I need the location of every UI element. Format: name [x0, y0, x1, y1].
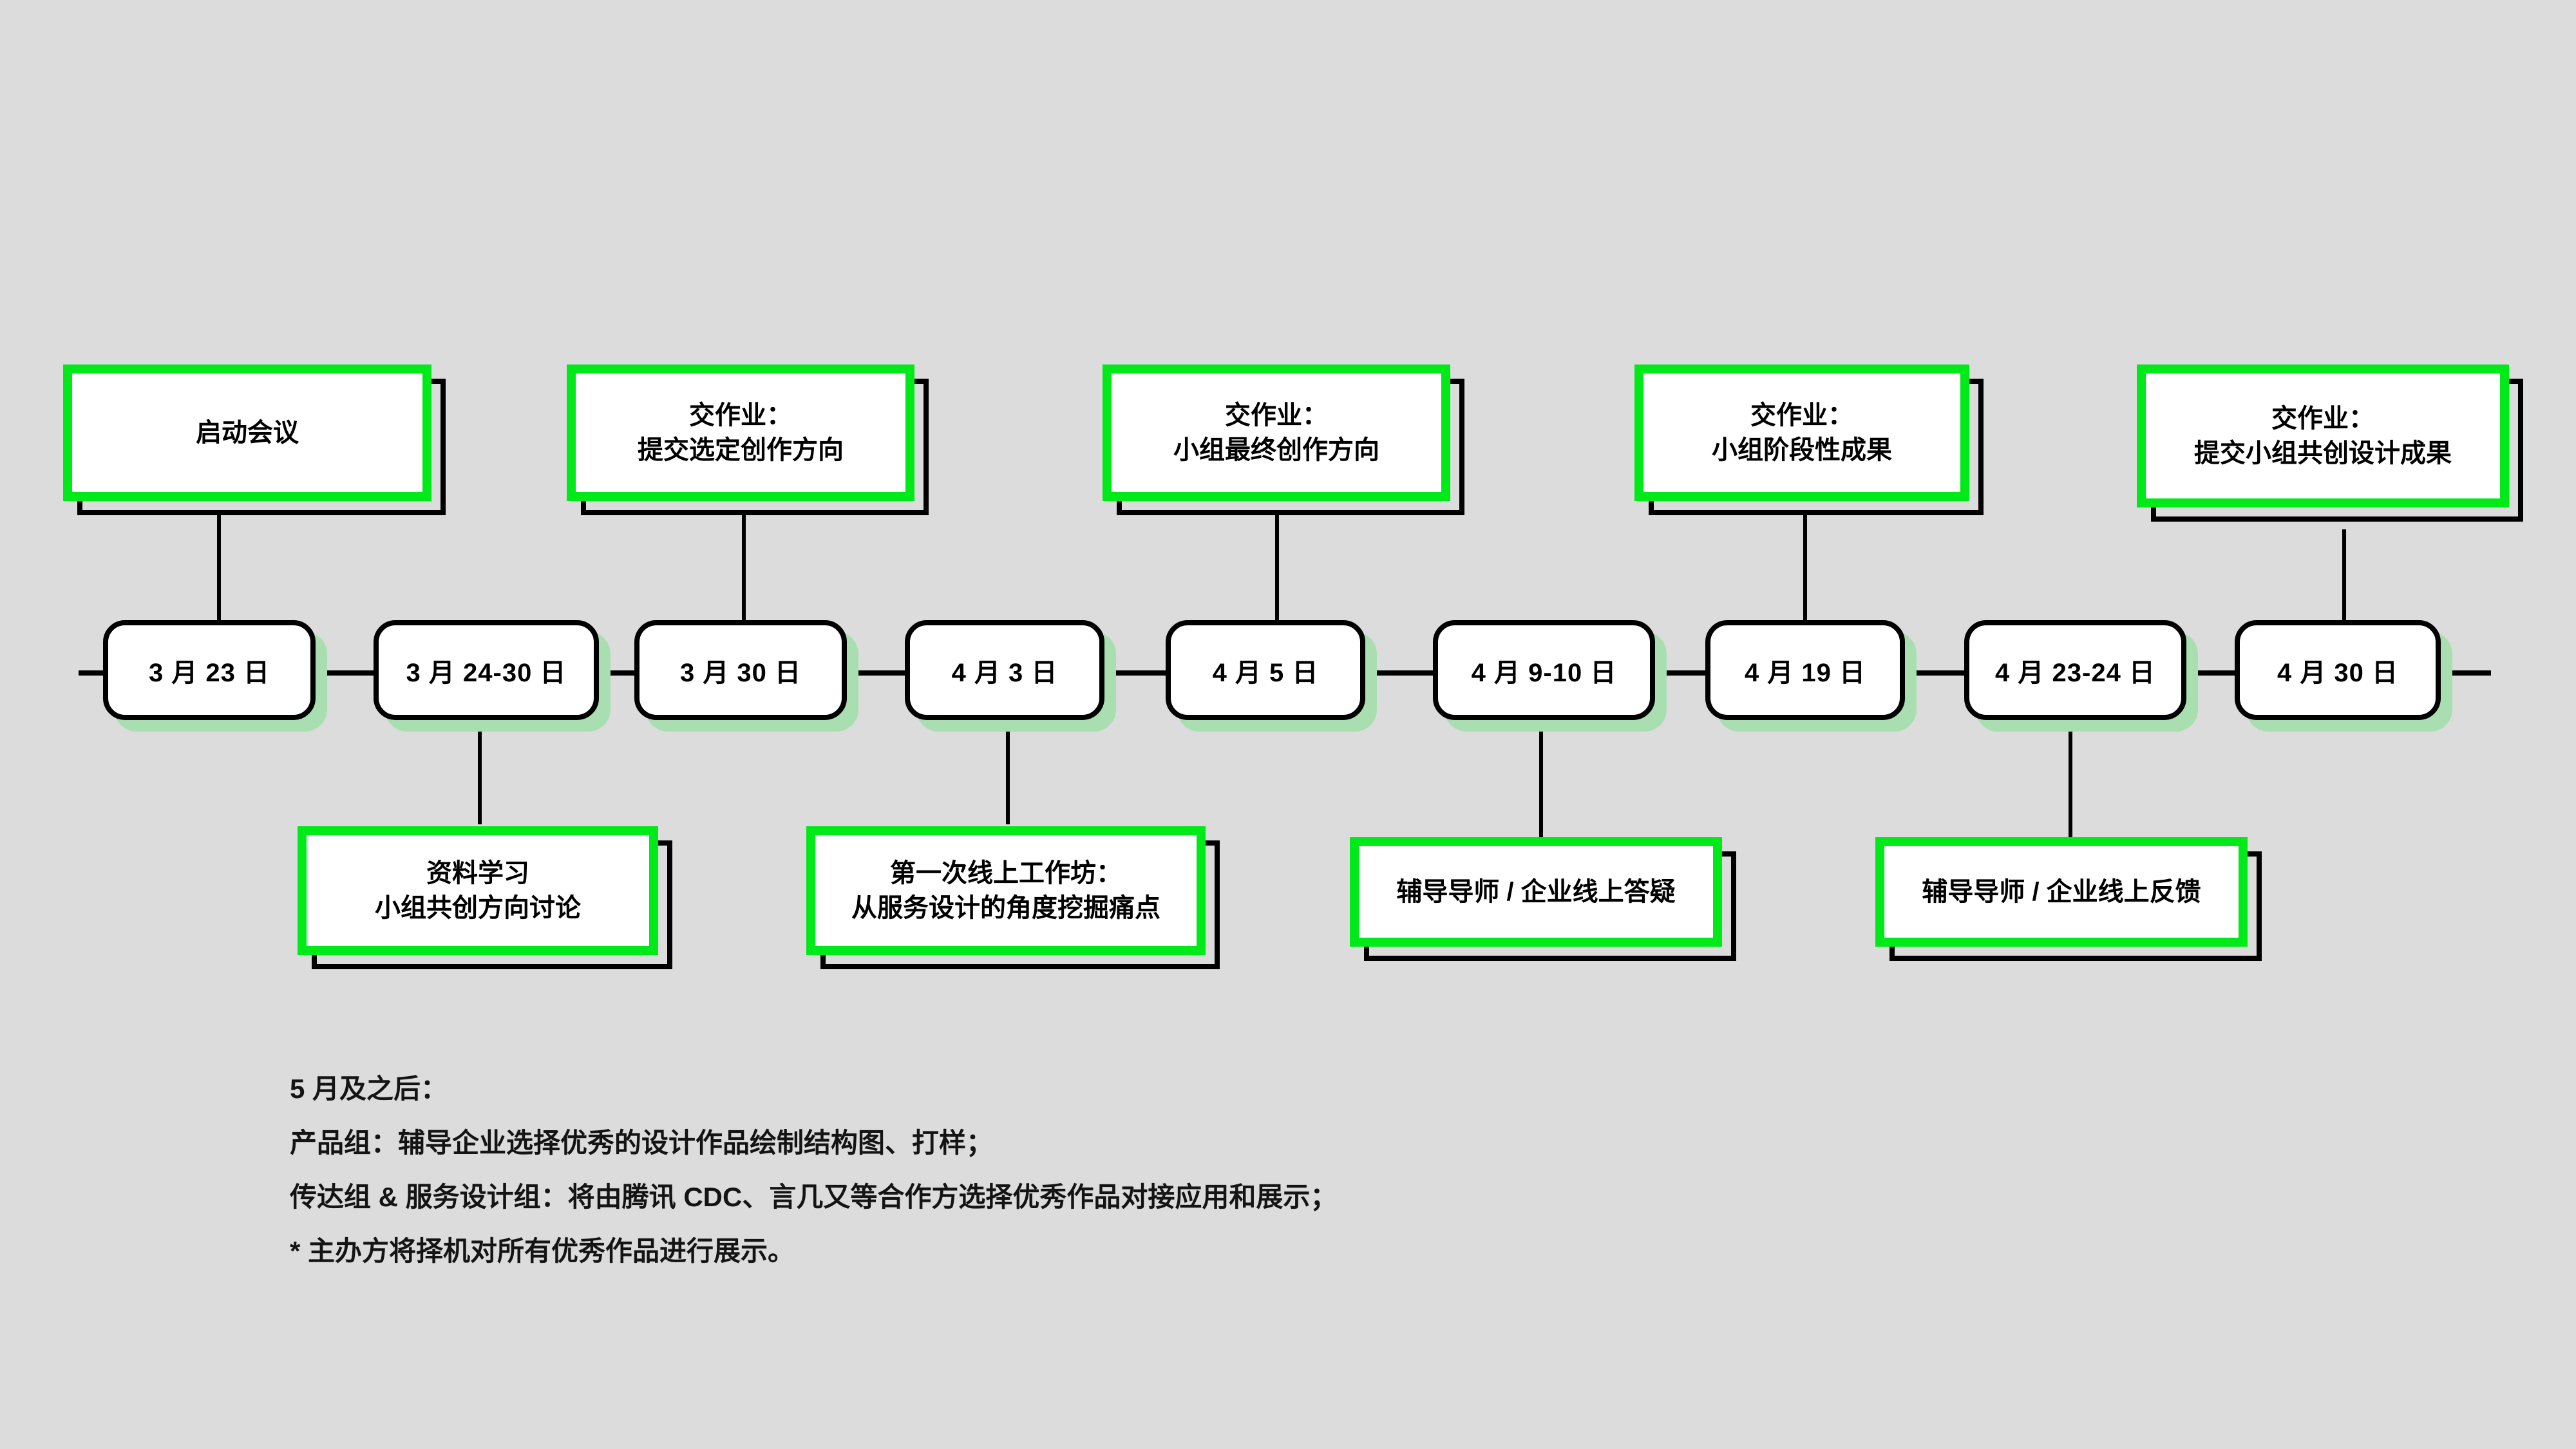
milestone-pill-6[interactable]: 4 月 9-10 日: [1433, 620, 1667, 732]
pill-body[interactable]: 3 月 30 日: [634, 620, 847, 720]
timeline-axis-seg-5: [1359, 670, 1436, 676]
card-body[interactable]: 辅导导师 / 企业线上反馈: [1875, 837, 2248, 947]
pill-date-label: 4 月 9-10 日: [1471, 658, 1617, 687]
timeline-axis-right-cap: [2441, 670, 2491, 676]
event-card-below-1[interactable]: 资料学习 小组共创方向讨论: [298, 826, 672, 969]
card-line-1: 交作业：: [2271, 404, 2374, 433]
pill-body[interactable]: 4 月 5 日: [1166, 620, 1365, 720]
card-line-2: 提交小组共创设计成果: [2194, 439, 2452, 468]
pill-body[interactable]: 3 月 23 日: [103, 620, 316, 720]
stem-below-4: [2069, 715, 2072, 837]
pill-date-label: 4 月 5 日: [1212, 658, 1319, 687]
event-card-below-4[interactable]: 辅导导师 / 企业线上反馈: [1875, 837, 2262, 961]
card-line-1: 启动会议: [196, 419, 299, 447]
card-line-1: 第一次线上工作坊：: [890, 859, 1122, 887]
pill-body[interactable]: 4 月 3 日: [905, 620, 1104, 720]
card-line-2: 小组最终创作方向: [1173, 436, 1379, 464]
card-body[interactable]: 辅导导师 / 企业线上答疑: [1350, 837, 1722, 947]
event-card-above-3[interactable]: 交作业： 小组最终创作方向: [1103, 365, 1464, 515]
stem-above-2: [742, 515, 746, 626]
milestone-pill-4[interactable]: 4 月 3 日: [905, 620, 1116, 732]
footer-notes: 5 月及之后： 产品组：辅导企业选择优秀的设计作品绘制结构图、打样； 传达组 &…: [290, 1075, 1964, 1265]
event-card-below-2[interactable]: 第一次线上工作坊： 从服务设计的角度挖掘痛点: [806, 826, 1220, 969]
timeline-axis-seg-2: [586, 670, 663, 676]
note-line-4: * 主办方将择机对所有优秀作品进行展示。: [290, 1236, 795, 1266]
event-card-below-3[interactable]: 辅导导师 / 企业线上答疑: [1350, 837, 1736, 961]
pill-date-label: 3 月 30 日: [679, 658, 802, 687]
milestone-pill-2[interactable]: 3 月 24-30 日: [374, 620, 611, 732]
note-line-1: 5 月及之后：: [290, 1074, 448, 1104]
stem-above-3: [1275, 515, 1279, 626]
milestone-pill-8[interactable]: 4 月 23-24 日: [1964, 620, 2198, 732]
card-body[interactable]: 交作业： 提交小组共创设计成果: [2137, 365, 2509, 507]
event-card-above-2[interactable]: 交作业： 提交选定创作方向: [567, 365, 929, 515]
milestone-pill-3[interactable]: 3 月 30 日: [634, 620, 858, 732]
pill-body[interactable]: 4 月 23-24 日: [1964, 620, 2186, 720]
card-body[interactable]: 第一次线上工作坊： 从服务设计的角度挖掘痛点: [806, 826, 1206, 955]
timeline-axis-seg-1: [309, 670, 386, 676]
timeline-axis-left-cap: [79, 670, 115, 676]
stem-below-2: [1006, 715, 1010, 824]
pill-date-label: 3 月 23 日: [148, 658, 270, 687]
timeline-axis-seg-3: [837, 670, 914, 676]
note-line-2: 产品组：辅导企业选择优秀的设计作品绘制结构图、打样；: [290, 1128, 994, 1158]
pill-body[interactable]: 3 月 24-30 日: [374, 620, 599, 720]
timeline-axis-seg-4: [1095, 670, 1172, 676]
card-body[interactable]: 交作业： 提交选定创作方向: [567, 365, 914, 501]
card-line-2: 提交选定创作方向: [638, 436, 844, 464]
stem-above-5: [2342, 529, 2346, 626]
milestone-pill-5[interactable]: 4 月 5 日: [1166, 620, 1377, 732]
milestone-pill-9[interactable]: 4 月 30 日: [2235, 620, 2452, 732]
stem-below-3: [1539, 715, 1543, 837]
pill-body[interactable]: 4 月 19 日: [1705, 620, 1905, 720]
stem-above-4: [1803, 515, 1807, 626]
event-card-above-5[interactable]: 交作业： 提交小组共创设计成果: [2137, 365, 2523, 522]
card-body[interactable]: 交作业： 小组最终创作方向: [1103, 365, 1450, 501]
pill-date-label: 4 月 3 日: [951, 658, 1058, 687]
pill-body[interactable]: 4 月 30 日: [2235, 620, 2441, 720]
timeline-axis-seg-6: [1642, 670, 1719, 676]
timeline-axis-seg-8: [2177, 670, 2254, 676]
card-line-1: 交作业：: [1750, 401, 1853, 430]
stem-below-1: [478, 715, 482, 824]
milestone-pill-1[interactable]: 3 月 23 日: [103, 620, 327, 732]
card-line-1: 辅导导师 / 企业线上答疑: [1396, 878, 1676, 906]
pill-body[interactable]: 4 月 9-10 日: [1433, 620, 1655, 720]
card-body[interactable]: 交作业： 小组阶段性成果: [1634, 365, 1969, 501]
event-card-above-1[interactable]: 启动会议: [63, 365, 446, 515]
card-line-1: 交作业：: [1225, 401, 1328, 430]
card-line-1: 交作业：: [689, 401, 792, 430]
timeline-axis-seg-7: [1893, 670, 1971, 676]
card-line-2: 从服务设计的角度挖掘痛点: [851, 894, 1160, 922]
card-line-2: 小组共创方向讨论: [375, 894, 581, 922]
stem-above-1: [217, 510, 221, 626]
card-line-2: 小组阶段性成果: [1712, 436, 1892, 464]
card-line-1: 辅导导师 / 企业线上反馈: [1922, 878, 2201, 906]
card-line-1: 资料学习: [426, 859, 529, 887]
note-line-3: 传达组 & 服务设计组：将由腾讯 CDC、言几又等合作方选择优秀作品对接应用和展…: [290, 1182, 1338, 1212]
card-body[interactable]: 启动会议: [63, 365, 431, 501]
pill-date-label: 3 月 24-30 日: [406, 658, 567, 687]
pill-date-label: 4 月 23-24 日: [1995, 658, 2155, 687]
pill-date-label: 4 月 30 日: [2277, 658, 2399, 687]
event-card-above-4[interactable]: 交作业： 小组阶段性成果: [1634, 365, 1984, 515]
milestone-pill-7[interactable]: 4 月 19 日: [1705, 620, 1917, 732]
card-body[interactable]: 资料学习 小组共创方向讨论: [298, 826, 658, 955]
pill-date-label: 4 月 19 日: [1744, 658, 1866, 687]
